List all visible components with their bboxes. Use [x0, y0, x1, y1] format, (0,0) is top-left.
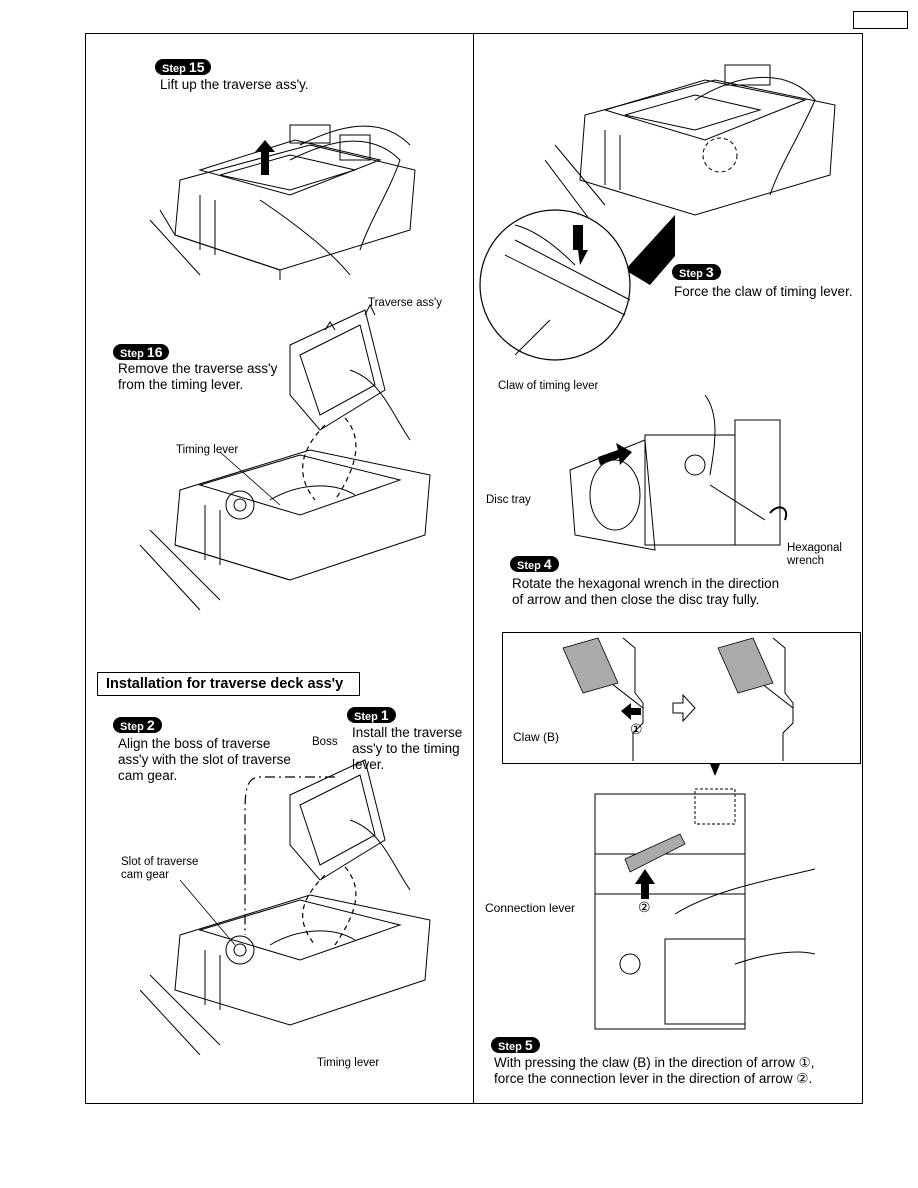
lift-arrow-icon	[255, 140, 275, 175]
step2-text: Align the boss of traverse ass'y with th…	[118, 736, 291, 783]
install-title: Installation for traverse deck ass'y	[97, 672, 360, 696]
disc-tray-label: Disc tray	[486, 494, 531, 506]
slot-label: Slot of traverse cam gear	[121, 856, 199, 881]
disc-tray-drawing	[569, 395, 788, 551]
step16-badge-num: 16	[146, 344, 163, 360]
timing-lever-label-2: Timing lever	[317, 1057, 380, 1069]
step3-badge: Step 3	[672, 264, 721, 280]
step2-badge-num: 2	[146, 717, 155, 733]
step15-badge-num: 15	[188, 59, 205, 75]
claw-b-inset	[502, 632, 861, 764]
page-tab	[853, 11, 908, 29]
step1-badge-prefix: Step	[354, 711, 378, 723]
step4-text: Rotate the hexagonal wrench in the direc…	[512, 576, 780, 607]
boss-label: Boss	[312, 736, 338, 748]
step4-badge-num: 4	[543, 556, 552, 572]
step15-badge-prefix: Step	[162, 63, 186, 75]
step1-badge-num: 1	[380, 707, 389, 723]
claw-timing-lever-label: Claw of timing lever	[498, 380, 599, 392]
traverse-remove-drawing	[140, 303, 431, 611]
claw-b-label: Claw (B)	[513, 730, 560, 744]
traverse-assy-label: Traverse ass'y	[368, 297, 442, 309]
step3-text: Force the claw of timing lever.	[674, 284, 853, 299]
timing-lever-label: Timing lever	[176, 444, 239, 456]
step15-text: Lift up the traverse ass'y.	[160, 77, 309, 92]
step2-badge: Step 2	[113, 717, 162, 733]
tray-push-arrow-icon	[598, 443, 632, 465]
step4-badge-prefix: Step	[517, 560, 541, 572]
connection-lever-label: Connection lever	[485, 901, 576, 915]
step3-badge-num: 3	[705, 264, 714, 280]
step2-badge-prefix: Step	[120, 721, 144, 733]
page-frame	[85, 33, 863, 1104]
inset-pointer-icon	[710, 764, 720, 776]
arrow2-marker: ②	[638, 899, 651, 915]
step16-text: Remove the traverse ass'y from the timin…	[118, 361, 278, 392]
step16-badge: Step 16	[113, 344, 170, 360]
traverse-lift-drawing	[149, 124, 416, 280]
magnifier-pointer-icon	[625, 215, 675, 285]
arrow1-marker: ①	[630, 721, 643, 737]
claw-push-arrow-icon	[621, 703, 641, 720]
step5-badge: Step 5	[491, 1037, 540, 1053]
step5-badge-num: 5	[524, 1037, 533, 1053]
step3-badge-prefix: Step	[679, 268, 703, 280]
column-divider	[473, 33, 474, 1104]
step4-badge: Step 4	[510, 556, 559, 572]
step1-text: Install the traverse ass'y to the timing…	[352, 725, 463, 772]
rotate-arrow-icon	[769, 506, 788, 521]
connection-lever-drawing	[594, 764, 815, 1030]
step16-badge-prefix: Step	[120, 348, 144, 360]
step1-badge: Step 1	[347, 707, 396, 723]
timing-lever-top-drawing	[545, 64, 836, 221]
traverse-install-drawing	[140, 759, 431, 1055]
hex-wrench-label: Hexagonal wrench	[787, 542, 842, 567]
step15-badge: Step 15	[155, 59, 212, 75]
claw-magnifier-drawing	[479, 209, 675, 361]
push-down-arrow-icon	[573, 225, 588, 265]
step5-text: With pressing the claw (B) in the direct…	[494, 1055, 815, 1086]
claw-b-inset-drawing	[562, 637, 794, 761]
step5-badge-prefix: Step	[498, 1041, 522, 1053]
lever-up-arrow-icon	[635, 869, 655, 899]
